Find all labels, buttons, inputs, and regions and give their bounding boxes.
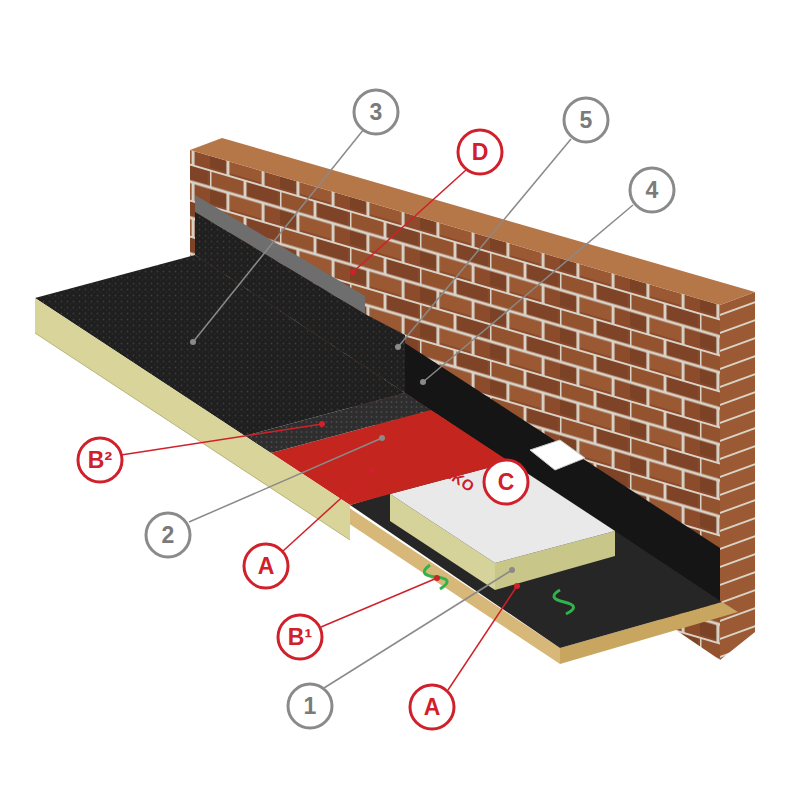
callout-letter: B¹ bbox=[278, 615, 322, 659]
callout-number: 1 bbox=[288, 684, 332, 728]
callout-letter: C bbox=[484, 460, 528, 504]
callout-letter: A bbox=[244, 544, 288, 588]
callout-letter: A bbox=[410, 685, 454, 729]
callout-number: 2 bbox=[146, 513, 190, 557]
callout-number: 4 bbox=[630, 168, 674, 212]
callout-letter: B² bbox=[78, 438, 122, 482]
callout-number: 5 bbox=[564, 98, 608, 142]
callout-letter: D bbox=[458, 130, 502, 174]
callout-number: 3 bbox=[354, 90, 398, 134]
